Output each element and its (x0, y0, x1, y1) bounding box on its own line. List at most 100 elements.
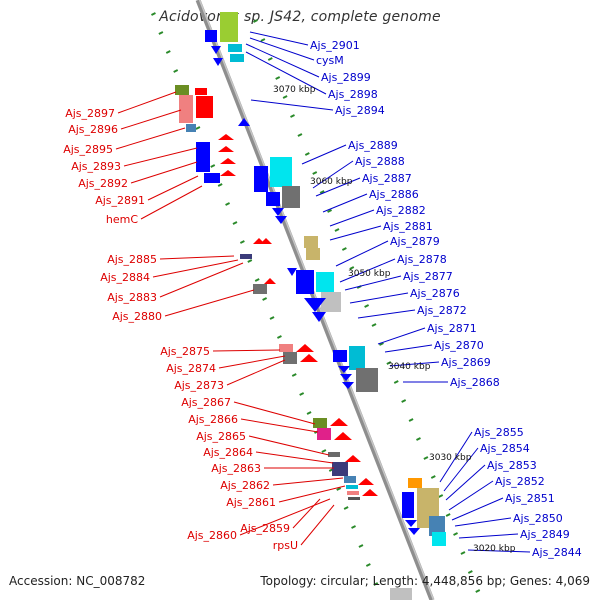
genome-summary-text: Topology: circular; Length: 4,448,856 bp… (260, 574, 590, 588)
leader-line (164, 289, 255, 317)
gene-label[interactable]: Ajs_2885 (107, 253, 157, 266)
leader-line (357, 309, 416, 319)
leader-line (218, 355, 286, 369)
kbp-label: 3050 kbp (348, 269, 391, 279)
gene-label[interactable]: Ajs_2866 (188, 413, 238, 426)
gene-label[interactable]: Ajs_2897 (65, 107, 115, 120)
gene-label[interactable]: Ajs_2889 (348, 139, 398, 152)
gene-label[interactable]: Ajs_2863 (211, 462, 261, 475)
tick-mark (378, 342, 384, 346)
gene-label[interactable]: Ajs_2878 (397, 253, 447, 266)
gene-label[interactable]: Ajs_2901 (310, 39, 360, 52)
gene-label[interactable]: Ajs_2850 (513, 512, 563, 525)
gene-label[interactable]: Ajs_2899 (321, 71, 371, 84)
gene-arrow (213, 58, 223, 66)
tick-mark (276, 335, 282, 339)
gene-label[interactable]: Ajs_2892 (78, 177, 128, 190)
gene-block (195, 88, 207, 95)
gene-label[interactable]: Ajs_2873 (174, 379, 224, 392)
gene-label[interactable]: Ajs_2887 (362, 172, 412, 185)
tick-mark (334, 228, 340, 232)
gene-label[interactable]: Ajs_2880 (112, 310, 162, 323)
tick-mark (210, 164, 216, 168)
leader-line (249, 31, 309, 46)
leader-line (454, 517, 512, 527)
right-tick-marks (253, 19, 481, 593)
gene-block (408, 478, 422, 488)
gene-label[interactable]: Ajs_2868 (450, 376, 500, 389)
gene-label[interactable]: Ajs_2869 (441, 356, 491, 369)
leader-line (255, 451, 334, 464)
gene-label[interactable]: Ajs_2894 (335, 104, 385, 117)
gene-arrow (218, 146, 234, 152)
gene-label[interactable]: Ajs_2876 (410, 287, 460, 300)
gene-label[interactable]: Ajs_2862 (220, 479, 270, 492)
gene-label[interactable]: Ajs_2891 (95, 194, 145, 207)
gene-label[interactable]: Ajs_2896 (68, 123, 118, 136)
gene-label[interactable]: Ajs_2844 (532, 546, 582, 559)
leader-line (443, 447, 479, 492)
leader-line (226, 359, 286, 386)
gene-label[interactable]: Ajs_2893 (71, 160, 121, 173)
tick-mark (423, 456, 429, 460)
gene-label[interactable]: Ajs_2898 (328, 88, 378, 101)
leader-line (448, 480, 494, 511)
gene-label[interactable]: Ajs_2861 (226, 496, 276, 509)
gene-arrow (260, 238, 272, 244)
tick-mark (365, 563, 371, 567)
gene-label[interactable]: cysM (316, 54, 344, 67)
gene-block (196, 96, 213, 118)
gene-label[interactable]: Ajs_2849 (520, 528, 570, 541)
gene-block (348, 497, 360, 500)
reverse-strand-labels: Ajs_2897Ajs_2896Ajs_2895Ajs_2893Ajs_2892… (63, 107, 298, 552)
gene-block (328, 452, 340, 457)
gene-label[interactable]: Ajs_2853 (487, 459, 537, 472)
leader-line (322, 193, 368, 213)
gene-label[interactable]: Ajs_2881 (383, 220, 433, 233)
gene-label[interactable]: Ajs_2886 (369, 188, 419, 201)
gene-block (296, 270, 314, 294)
tick-mark (232, 221, 238, 225)
leader-line (458, 533, 519, 539)
gene-arrow (220, 170, 236, 176)
gene-label[interactable]: Ajs_2875 (160, 345, 210, 358)
gene-label[interactable]: Ajs_2871 (427, 322, 477, 335)
gene-label[interactable]: Ajs_2877 (403, 270, 453, 283)
gene-label[interactable]: Ajs_2882 (376, 204, 426, 217)
gene-label[interactable]: Ajs_2854 (480, 442, 530, 455)
leader-line (123, 147, 198, 167)
gene-label[interactable]: Ajs_2852 (495, 475, 545, 488)
gene-label[interactable]: Ajs_2888 (355, 155, 405, 168)
leader-line (152, 259, 239, 278)
gene-label[interactable]: Ajs_2883 (107, 291, 157, 304)
gene-label[interactable]: Ajs_2864 (203, 446, 253, 459)
gene-label[interactable]: Ajs_2867 (181, 396, 231, 409)
gene-label[interactable]: Ajs_2872 (417, 304, 467, 317)
gene-arrow (362, 489, 378, 496)
leader-line (467, 549, 531, 553)
gene-label[interactable]: Ajs_2884 (100, 271, 150, 284)
leader-line (349, 292, 409, 304)
gene-label[interactable]: Ajs_2859 (240, 522, 290, 535)
gene-label[interactable]: hemC (106, 213, 138, 226)
gene-label[interactable]: rpsU (273, 539, 298, 552)
gene-label[interactable]: Ajs_2851 (505, 492, 555, 505)
gene-label[interactable]: Ajs_2870 (434, 339, 484, 352)
kbp-label: 3020 kbp (473, 544, 516, 554)
gene-label[interactable]: Ajs_2879 (390, 235, 440, 248)
gene-arrow (272, 208, 284, 216)
kbp-label: 3070 kbp (273, 85, 316, 95)
gene-label[interactable]: Ajs_2860 (187, 529, 237, 542)
tick-mark (254, 278, 260, 282)
tick-mark (401, 399, 407, 403)
gene-block (346, 485, 358, 489)
gene-label[interactable]: Ajs_2855 (474, 426, 524, 439)
gene-block (240, 254, 252, 259)
tick-mark (475, 589, 481, 593)
gene-label[interactable]: Ajs_2895 (63, 143, 113, 156)
leader-line (384, 344, 433, 353)
gene-label[interactable]: Ajs_2874 (166, 362, 216, 375)
gene-label[interactable]: Ajs_2865 (196, 430, 246, 443)
leader-line (245, 51, 327, 95)
